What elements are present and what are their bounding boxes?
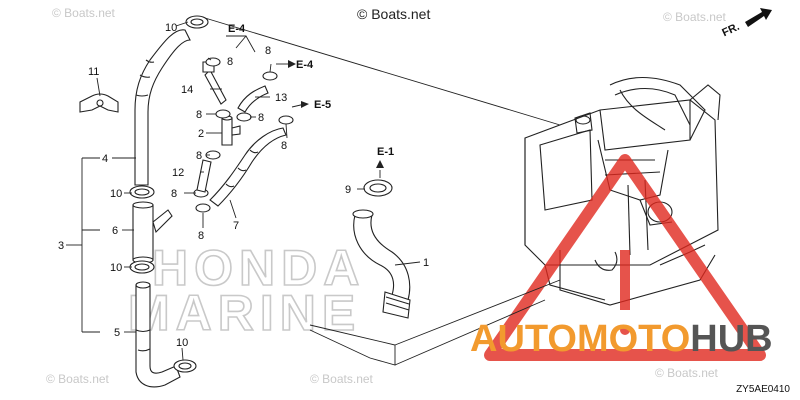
watermark-text: © Boats.net — [655, 366, 718, 380]
callout-8-h: 8 — [281, 140, 287, 152]
callout-2: 2 — [198, 128, 204, 140]
watermark-text: © Boats.net — [663, 10, 726, 24]
hose-4 — [134, 29, 191, 186]
honda-marine-logo: HONDA MARINE — [127, 239, 365, 342]
brand-part-1: AUTOMOTO — [470, 318, 691, 360]
callout-10-bottom: 10 — [176, 337, 188, 349]
callout-8-f: 8 — [198, 230, 204, 242]
clamps-8 — [193, 57, 294, 213]
boundary-lines — [204, 17, 561, 366]
callout-14: 14 — [181, 84, 193, 96]
callout-4: 4 — [102, 153, 108, 165]
hose-14 — [202, 61, 227, 105]
callout-11: 11 — [88, 66, 99, 78]
callout-13: 13 — [275, 92, 287, 104]
callout-9: 9 — [345, 184, 351, 196]
callout-3: 3 — [58, 240, 64, 252]
diagram-code: ZY5AE0410 — [736, 384, 790, 395]
clamps-10 — [129, 15, 209, 373]
callout-10-lower: 10 — [110, 262, 122, 274]
watermark-text: © Boats.net — [310, 372, 373, 386]
callout-10-top: 10 — [165, 22, 177, 34]
reference-arrows — [288, 60, 384, 168]
callout-10-upper: 10 — [110, 188, 122, 200]
joint-2 — [221, 115, 241, 146]
front-direction-arrow — [745, 8, 772, 27]
callout-8-e: 8 — [171, 188, 177, 200]
warning-triangle-watermark — [484, 154, 766, 361]
hose-7 — [209, 127, 287, 207]
callout-5: 5 — [114, 327, 120, 339]
bracket-11 — [79, 93, 119, 113]
hose-12 — [196, 159, 212, 193]
logo-line-marine: MARINE — [128, 285, 361, 341]
callout-6: 6 — [112, 225, 118, 237]
callout-8-b: 8 — [196, 109, 202, 121]
callout-8-d: 8 — [196, 150, 202, 162]
callout-numbers: 10 11 4 10 6 3 10 5 10 14 8 8 2 8 8 12 8… — [58, 22, 429, 349]
hose-1 — [352, 209, 411, 319]
callout-8-a: 8 — [227, 56, 233, 68]
watermark-text: © Boats.net — [46, 372, 109, 386]
reference-labels: E-4 E-4 E-5 E-1 — [228, 23, 394, 158]
watermark-text: © Boats.net — [52, 6, 115, 20]
callout-1: 1 — [423, 257, 429, 269]
ref-e4-side: E-4 — [296, 59, 314, 71]
ref-e1: E-1 — [377, 146, 394, 158]
leader-lines — [66, 21, 421, 361]
joint-6 — [132, 201, 173, 264]
ref-e4-top: E-4 — [228, 23, 246, 35]
callout-8-c: 8 — [258, 112, 264, 124]
brand-part-2: HUB — [690, 318, 773, 360]
clamp-9 — [363, 179, 393, 197]
ref-e5: E-5 — [314, 99, 331, 111]
automotohub-logo: AUTOMOTOHUB — [470, 318, 773, 361]
callout-7: 7 — [233, 220, 239, 232]
logo-line-honda: HONDA — [152, 240, 365, 296]
copyright-label: © Boats.net — [357, 6, 431, 22]
hose-13 — [237, 85, 269, 113]
callout-8-g: 8 — [265, 45, 271, 57]
callout-12: 12 — [172, 167, 184, 179]
